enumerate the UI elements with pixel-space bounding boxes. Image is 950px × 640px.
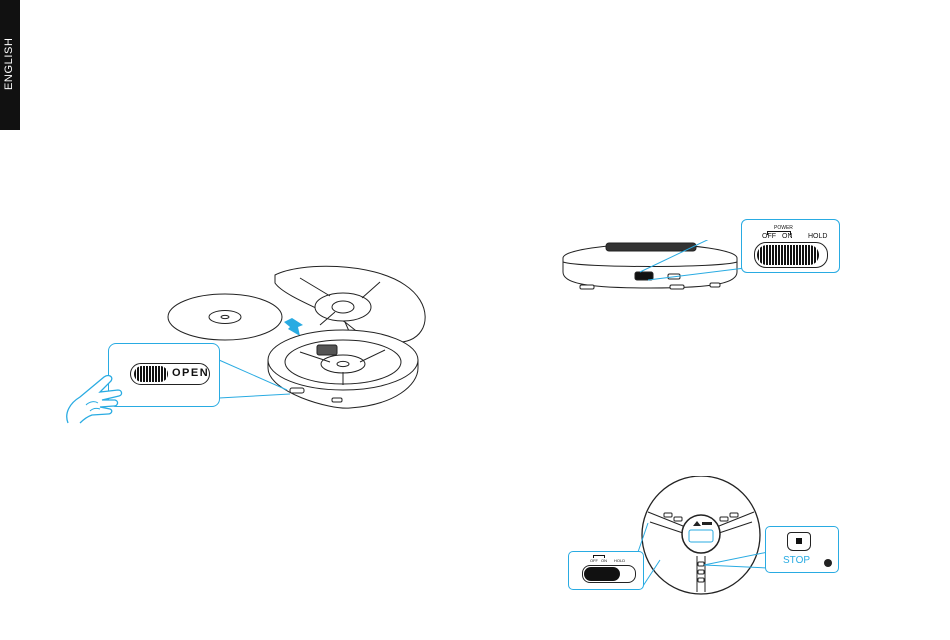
language-tab-label: ENGLISH bbox=[3, 38, 15, 91]
player-side-view bbox=[555, 240, 755, 295]
power-off-label: OFF bbox=[762, 233, 776, 240]
control-hub bbox=[682, 515, 720, 553]
cd-disc bbox=[168, 294, 282, 340]
player-base bbox=[268, 330, 418, 408]
open-switch-label: OPEN bbox=[172, 367, 209, 379]
stop-button[interactable] bbox=[787, 532, 811, 551]
small-power-switch-knob bbox=[584, 567, 620, 581]
small-power-switch[interactable] bbox=[582, 565, 636, 583]
indicator-dot-icon bbox=[824, 559, 832, 567]
power-hold-label: HOLD bbox=[808, 233, 827, 240]
language-tab: ENGLISH bbox=[0, 0, 20, 130]
open-switch[interactable]: OPEN bbox=[130, 363, 210, 385]
insert-arrow bbox=[284, 318, 303, 336]
power-on-label: ON bbox=[782, 233, 793, 240]
stop-square-icon bbox=[796, 538, 802, 544]
open-switch-knob bbox=[134, 366, 168, 382]
small-on-label: ON bbox=[601, 558, 607, 563]
small-hold-label: HOLD bbox=[614, 558, 625, 563]
power-hold-switch[interactable] bbox=[754, 242, 828, 268]
power-switch-knob bbox=[757, 245, 819, 265]
hand-icon bbox=[60, 365, 130, 425]
stop-label: STOP bbox=[783, 555, 810, 566]
small-off-label: OFF bbox=[590, 558, 598, 563]
